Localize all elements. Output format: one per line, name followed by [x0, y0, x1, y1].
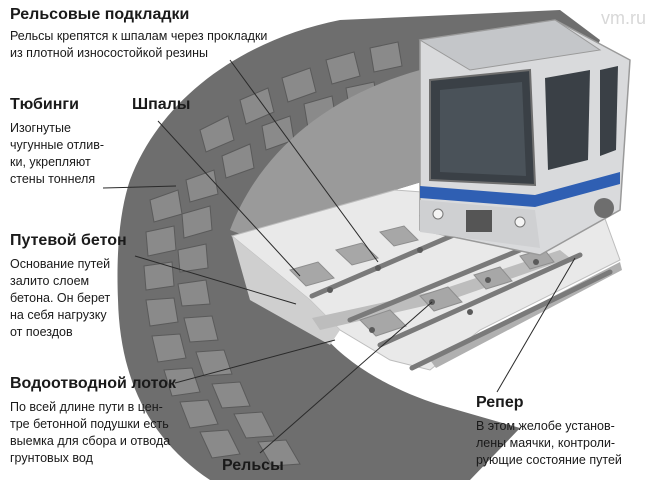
benchmark-title: Репер [476, 394, 524, 411]
rail-pads-text: Рельсы крепятся к шпалам через прокладки… [10, 29, 268, 60]
metro-train [418, 19, 631, 256]
watermark: vm.ru [601, 8, 646, 28]
benchmark-text: В этом желобе установ- лены маячки, конт… [476, 419, 622, 467]
track-concrete-title: Путевой бетон [10, 232, 127, 249]
tubing-segments [143, 41, 403, 467]
leader-lines [102, 59, 576, 454]
sleepers-title: Шпалы [132, 96, 191, 113]
tubings-title: Тюбинги [10, 96, 79, 113]
rail-pads-title: Рельсовые подкладки [10, 6, 190, 23]
rails [309, 225, 613, 371]
tubings-text: Изогнутые чугунные отлив- ки, укрепляют … [10, 121, 104, 186]
concrete-side [232, 236, 340, 345]
track-concrete-text: Основание путей залито слоем бетона. Он … [10, 257, 111, 339]
drain-text: По всей длине пути в цен- тре бетонной п… [10, 400, 171, 465]
train-stripe [420, 172, 620, 207]
rails-title: Рельсы [222, 457, 284, 474]
drain-title: Водоотводной лоток [10, 375, 177, 392]
